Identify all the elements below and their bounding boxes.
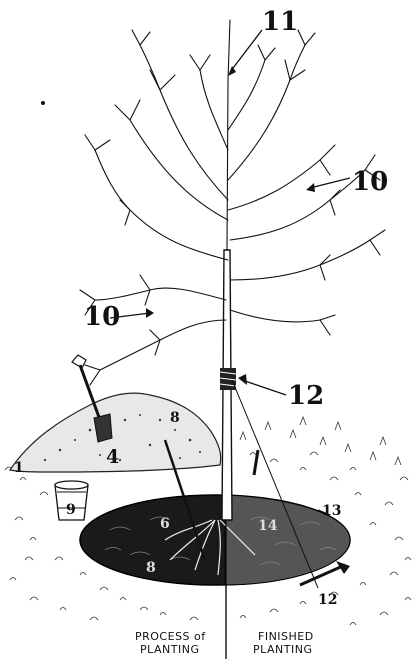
- label-13: 13: [322, 503, 341, 519]
- label-12-wrap: 12: [288, 381, 324, 411]
- label-6: 6: [160, 516, 170, 532]
- label-1: 1: [14, 460, 24, 476]
- label-4: 4: [106, 446, 119, 468]
- label-14: 14: [258, 518, 278, 534]
- caption-process-line2: PLANTING: [140, 643, 199, 656]
- label-8-pit: 8: [146, 560, 156, 576]
- label-8: 8: [170, 410, 180, 426]
- label-10-right: 10: [352, 167, 388, 197]
- label-11: 11: [262, 7, 298, 37]
- caption-finished-line1: FINISHED: [258, 630, 314, 643]
- label-12-stake: 12: [318, 592, 337, 608]
- caption-finished-line2: PLANTING: [253, 643, 312, 656]
- label-10-left: 10: [84, 302, 120, 332]
- stray-mark: [41, 101, 45, 105]
- trunk-wrap: [220, 368, 236, 390]
- label-9: 9: [66, 502, 76, 518]
- tree-branches: [80, 20, 385, 385]
- caption-process-line1: PROCESS of: [135, 630, 206, 643]
